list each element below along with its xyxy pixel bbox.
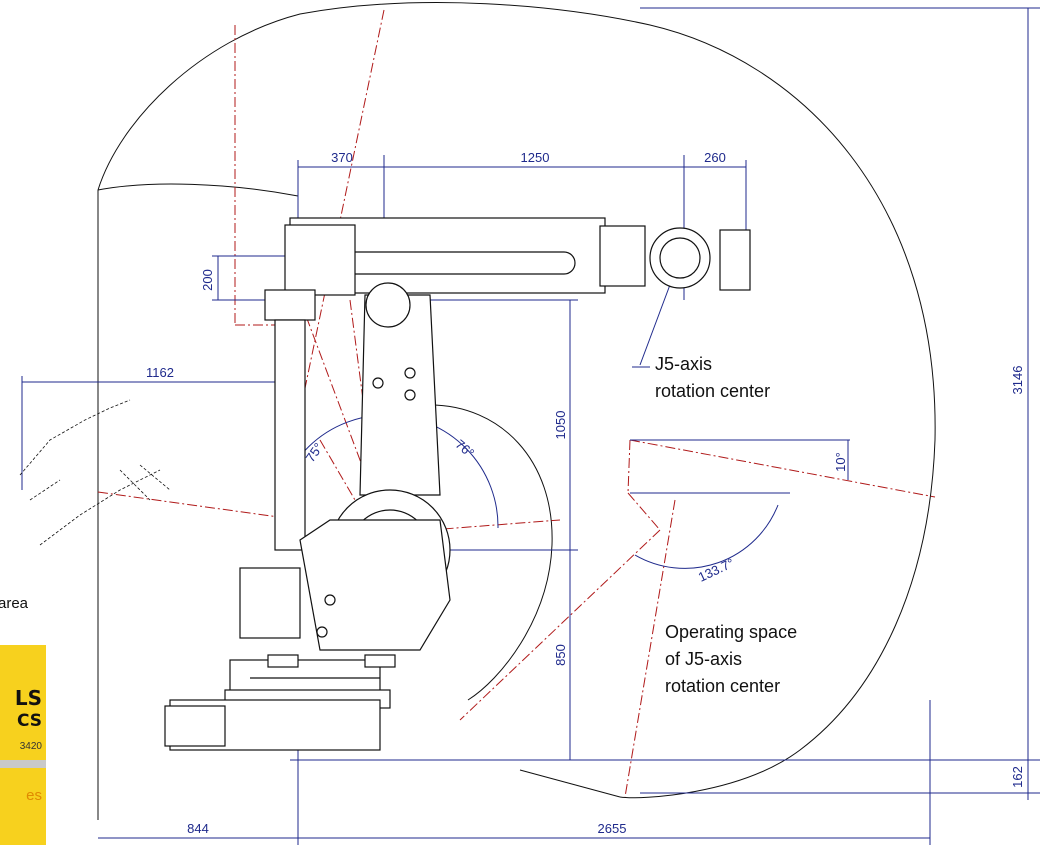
space-label-line3: rotation center — [665, 676, 780, 696]
angle-10: 10° — [833, 452, 848, 472]
badge-line2: CS — [17, 711, 42, 731]
dim-370: 370 — [331, 150, 353, 165]
operating-envelope — [97, 2, 936, 820]
badge-line1: LS — [15, 686, 42, 710]
company-badge: LS CS 3420 es — [0, 645, 46, 845]
j5-label-line1: J5-axis — [655, 354, 712, 374]
dim-1050: 1050 — [553, 411, 568, 440]
badge-number: 3420 — [20, 741, 43, 752]
dim-1250: 1250 — [521, 150, 550, 165]
annotations: J5-axis rotation center Operating space … — [0, 354, 797, 696]
space-label-line1: Operating space — [665, 622, 797, 642]
robot-arm-drawing — [164, 217, 751, 751]
dim-2655: 2655 — [598, 821, 627, 836]
dim-844: 844 — [187, 821, 209, 836]
j5-label-line2: rotation center — [655, 381, 770, 401]
dim-1162: 1162 — [146, 365, 174, 380]
centerlines — [97, 9, 936, 798]
angle-133-7: 133.7° — [696, 555, 737, 585]
space-label-line2: of J5-axis — [665, 649, 742, 669]
reach-ghost-outline — [19, 399, 171, 546]
dim-200: 200 — [200, 269, 215, 291]
dim-850: 850 — [553, 644, 568, 666]
dim-260: 260 — [704, 150, 726, 165]
badge-tagline: es — [26, 787, 42, 804]
left-area-label: area — [0, 595, 29, 612]
dim-162: 162 — [1010, 766, 1025, 788]
dim-3146: 3146 — [1010, 366, 1025, 395]
